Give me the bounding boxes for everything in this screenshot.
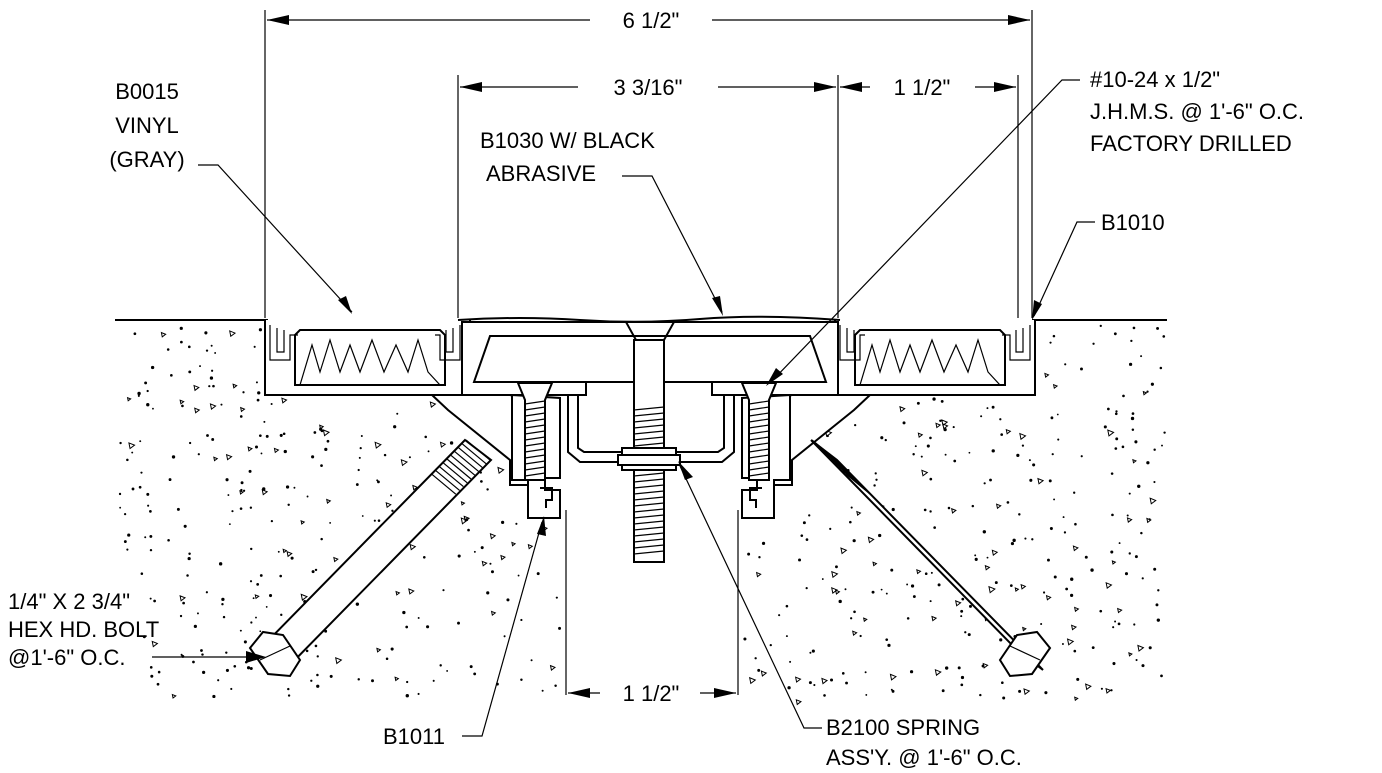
concrete-aggregate-pattern	[118, 324, 1166, 706]
callout-retainer-line1: B1011	[383, 724, 445, 749]
dimension-right-flange: 1 1/2"	[840, 75, 1019, 318]
dim-overall-label: 6 1/2"	[623, 8, 680, 33]
callout-screw: #10-24 x 1/2" J.H.M.S. @ 1'-6" O.C. FACT…	[1090, 67, 1304, 156]
callout-vinyl-line3: (GRAY)	[109, 147, 184, 172]
left-vinyl-insert	[269, 325, 461, 386]
callout-cover-plate: B1030 W/ BLACK ABRASIVE	[480, 128, 655, 186]
callout-bolt-line3: @1'-6" O.C.	[8, 645, 125, 670]
callout-spring-line2: ASS'Y. @ 1'-6" O.C.	[826, 745, 1022, 770]
right-flat-head-screw	[740, 382, 778, 481]
dimension-joint-gap: 1 1/2"	[568, 681, 736, 706]
right-hex-bolt	[810, 439, 1052, 678]
callout-vinyl-line2: VINYL	[115, 113, 179, 138]
callout-retainer: B1011	[383, 724, 445, 749]
callout-spring: B2100 SPRING ASS'Y. @ 1'-6" O.C.	[826, 715, 1022, 770]
callout-screw-line2: J.H.M.S. @ 1'-6" O.C.	[1090, 99, 1304, 124]
dim-center-label: 3 3/16"	[614, 75, 683, 100]
spring-assembly-b2100	[567, 339, 735, 563]
dimension-overall: 6 1/2"	[264, 8, 1033, 318]
callout-screw-line3: FACTORY DRILLED	[1090, 131, 1292, 156]
callout-cover-plate-line2: ABRASIVE	[486, 161, 596, 186]
dim-joint-gap-label: 1 1/2"	[623, 681, 680, 706]
callout-spring-line1: B2100 SPRING	[826, 715, 980, 740]
callout-frame-line1: B1010	[1101, 210, 1165, 235]
left-flat-head-screw	[516, 382, 554, 481]
callout-vinyl: B0015 VINYL (GRAY)	[109, 79, 184, 172]
leader-lines	[152, 79, 1095, 737]
callout-frame: B1010	[1101, 210, 1165, 235]
dim-right-flange-label: 1 1/2"	[894, 75, 951, 100]
callout-vinyl-line1: B0015	[115, 79, 179, 104]
callout-bolt-line2: HEX HD. BOLT	[8, 617, 159, 642]
dimension-center: 3 3/16"	[457, 75, 839, 318]
callout-bolt-line1: 1/4" X 2 3/4"	[8, 589, 130, 614]
slab-edges	[565, 510, 739, 695]
left-hex-bolt	[248, 438, 493, 678]
callout-cover-plate-line1: B1030 W/ BLACK	[480, 128, 655, 153]
right-vinyl-insert	[839, 325, 1031, 386]
callout-bolt: 1/4" X 2 3/4" HEX HD. BOLT @1'-6" O.C.	[8, 589, 159, 670]
callout-screw-line1: #10-24 x 1/2"	[1090, 67, 1220, 92]
